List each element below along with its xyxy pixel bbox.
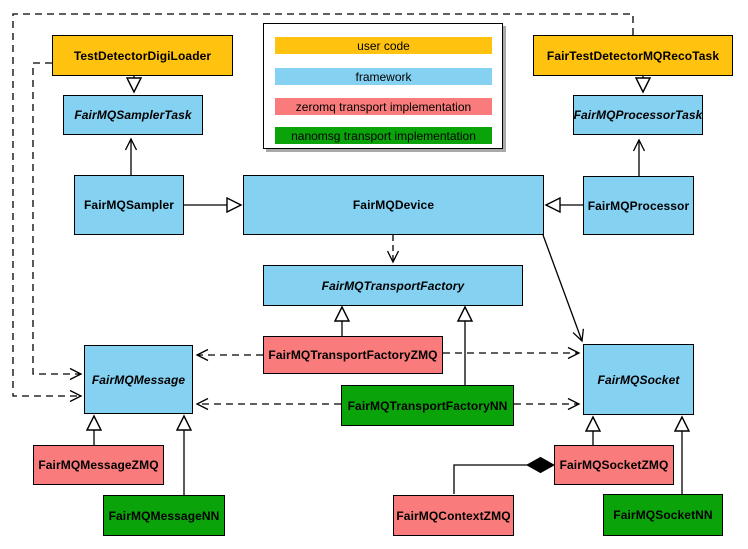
legend-item-user-code: user code <box>275 37 492 54</box>
legend-item-nanomsg: nanomsg transport implementation <box>275 127 492 144</box>
node-fairmq-transport-factory: FairMQTransportFactory <box>263 265 523 306</box>
node-fairmq-socket: FairMQSocket <box>583 344 694 415</box>
legend-swatch-user-code: user code <box>275 37 492 54</box>
node-fairmq-processor-task: FairMQProcessorTask <box>573 95 703 135</box>
node-fairmq-message-nn: FairMQMessageNN <box>103 495 225 536</box>
node-fairmq-device: FairMQDevice <box>243 175 544 235</box>
legend-swatch-zeromq: zeromq transport implementation <box>275 98 492 115</box>
node-fairmq-sampler: FairMQSampler <box>74 175 184 235</box>
composition-diamond-icon <box>525 456 556 474</box>
node-test-detector-digi-loader: TestDetectorDigiLoader <box>52 35 233 76</box>
edge-device-to-socket <box>542 234 585 343</box>
node-fairmq-transport-factory-nn: FairMQTransportFactoryNN <box>341 385 514 426</box>
node-fairmq-socket-zmq: FairMQSocketZMQ <box>554 445 674 485</box>
node-fair-test-detector-mq-reco-task: FairTestDetectorMQRecoTask <box>533 35 733 76</box>
edge-recotask-to-message-dashed <box>12 13 634 403</box>
node-fairmq-message: FairMQMessage <box>84 345 193 414</box>
node-fairmq-message-zmq: FairMQMessageZMQ <box>33 445 164 485</box>
edge-digiloader-to-message-dashed <box>32 62 83 381</box>
legend-swatch-nanomsg: nanomsg transport implementation <box>275 127 492 144</box>
node-fairmq-context-zmq: FairMQContextZMQ <box>393 495 514 536</box>
node-fairmq-sampler-task: FairMQSamplerTask <box>63 95 203 135</box>
node-fairmq-transport-factory-zmq: FairMQTransportFactoryZMQ <box>263 336 443 374</box>
node-fairmq-socket-nn: FairMQSocketNN <box>603 494 723 536</box>
legend-box: user code framework zeromq transport imp… <box>263 23 503 149</box>
legend-swatch-framework: framework <box>275 68 492 85</box>
legend-item-zeromq: zeromq transport implementation <box>275 98 492 115</box>
legend-item-framework: framework <box>275 68 492 85</box>
node-fairmq-processor: FairMQProcessor <box>583 176 694 235</box>
edge-socketzmq-contextzmq-line <box>453 464 528 494</box>
